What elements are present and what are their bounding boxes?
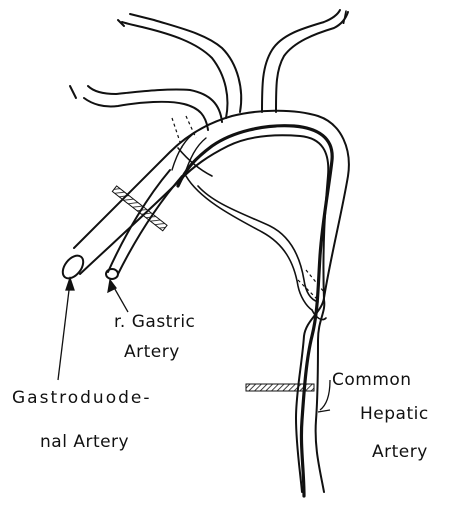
right-gastric-label-line2: Artery — [124, 342, 180, 362]
small-branch-left-wall-b — [88, 86, 222, 122]
ligature-clamp-lower — [246, 384, 314, 391]
common-hepatic-label-line2: Hepatic — [360, 404, 429, 424]
common-hepatic-pointer-curve — [320, 380, 330, 410]
gastroduodenal-label-line1: Gastroduode- — [12, 388, 151, 408]
common-hepatic-label-line1: Common — [332, 370, 412, 390]
vessel-label-l: l — [342, 8, 348, 29]
small-branch-left-tip — [70, 86, 76, 98]
right-branch-wall-b — [276, 12, 348, 112]
gastroduodenal-pointer-line — [58, 282, 70, 380]
gastroduodenal-artery-end — [59, 252, 88, 282]
right-gastric-label-line1: r. Gastric — [114, 312, 195, 332]
small-branch-left-wall-a — [84, 98, 208, 130]
hidden-vessel-segment-lower-b — [306, 270, 324, 292]
right-branch-wall-a — [262, 10, 340, 112]
descending-small-vessel-c — [198, 186, 318, 302]
thick-catheter-line — [178, 126, 332, 496]
descending-small-vessel-a — [186, 176, 312, 310]
ligature-clamp-upper — [112, 186, 167, 231]
right-gastric-artery-end — [106, 269, 118, 279]
gastroduodenal-pointer-head — [66, 278, 74, 290]
hidden-vessel-segment-upper — [172, 118, 182, 148]
common-hepatic-pointer-line — [318, 410, 330, 412]
gastroduodenal-label-line2: nal Artery — [40, 432, 129, 452]
right-gastric-artery-wall-b — [118, 176, 182, 274]
common-hepatic-label-line3: Artery — [372, 442, 428, 462]
